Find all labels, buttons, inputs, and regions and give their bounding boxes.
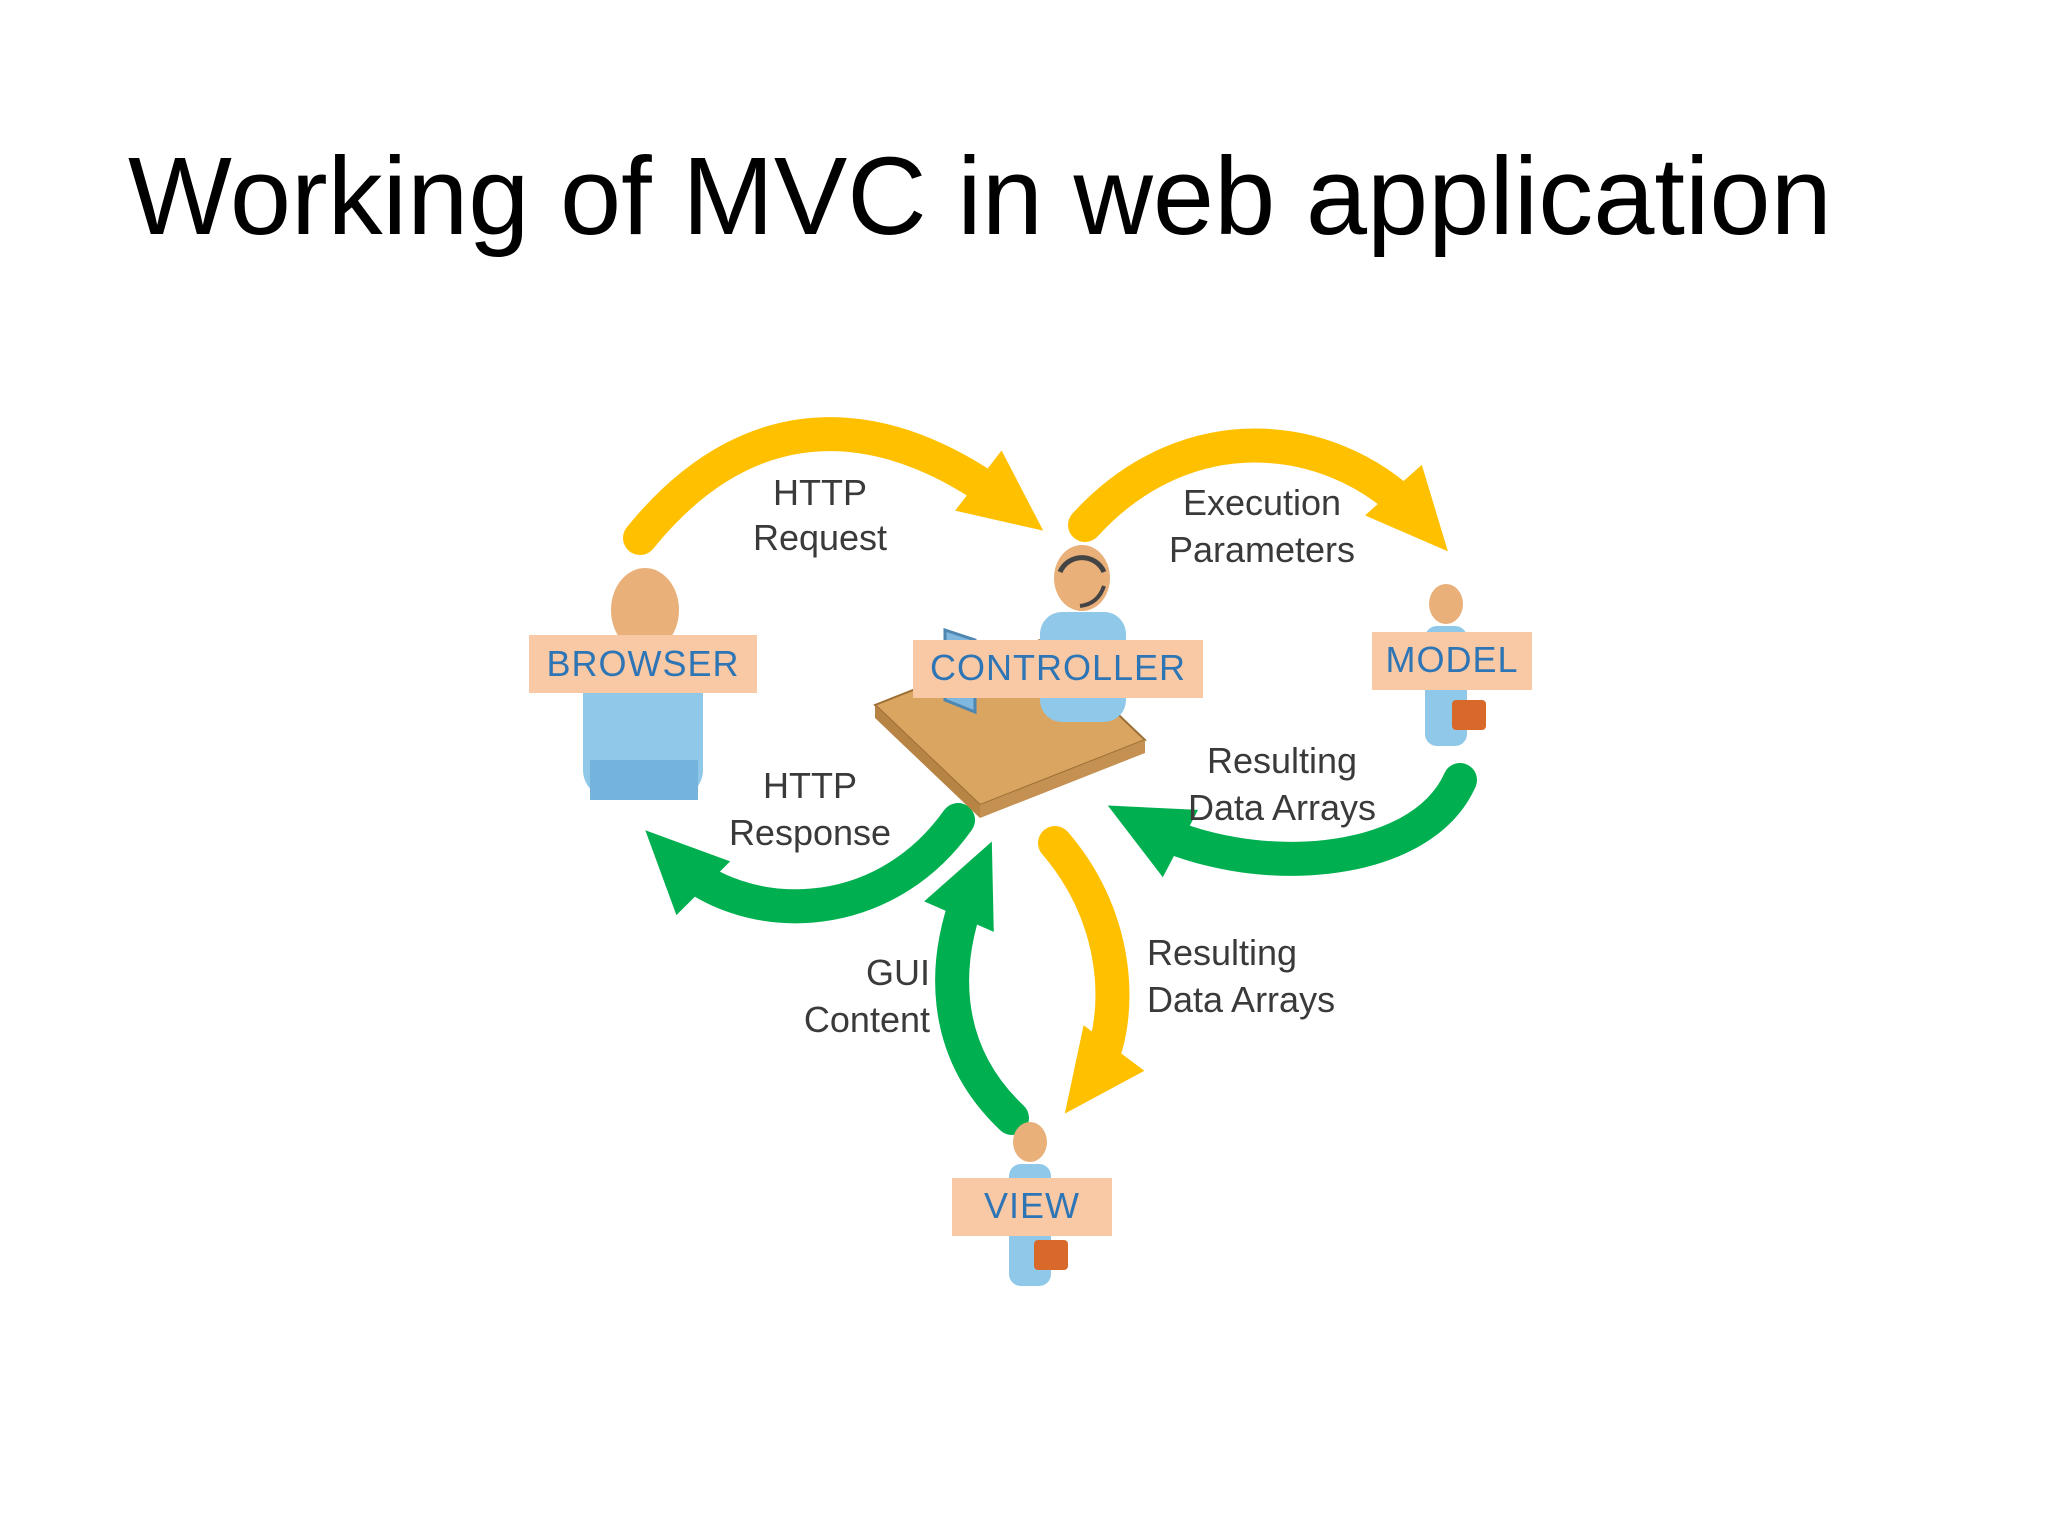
execution-parameters-arrow (1068, 428, 1448, 552)
view-data-arrow (1038, 826, 1145, 1114)
model-results-arrow (1107, 763, 1477, 878)
svg-text:Content: Content (804, 999, 930, 1040)
http-request-arrow (623, 417, 1044, 555)
gui-content-arrow (924, 841, 1029, 1135)
svg-text:Parameters: Parameters (1169, 529, 1355, 570)
http-request-label: HTTP Request (753, 472, 887, 558)
controller-label-box: CONTROLLER (913, 640, 1203, 698)
svg-text:Data Arrays: Data Arrays (1147, 979, 1335, 1020)
headset-icon (1057, 555, 1107, 608)
svg-text:Resulting: Resulting (1147, 932, 1297, 973)
svg-text:HTTP: HTTP (763, 765, 857, 806)
model-results-label: Resulting Data Arrays (1188, 740, 1376, 828)
http-response-label: HTTP Response (729, 765, 891, 853)
svg-text:Execution: Execution (1183, 482, 1341, 523)
svg-text:Data Arrays: Data Arrays (1188, 787, 1376, 828)
model-label: MODEL (1385, 639, 1518, 680)
svg-text:Resulting: Resulting (1207, 740, 1357, 781)
view-label: VIEW (984, 1185, 1080, 1226)
svg-text:Request: Request (753, 517, 887, 558)
view-label-box: VIEW (952, 1178, 1112, 1236)
view-briefcase-icon (1034, 1240, 1068, 1270)
svg-text:HTTP: HTTP (773, 472, 867, 513)
model-label-box: MODEL (1372, 632, 1532, 690)
gui-content-label: GUI Content (804, 952, 930, 1040)
slide-title: Working of MVC in web application (128, 135, 1832, 258)
svg-text:Response: Response (729, 812, 891, 853)
controller-label: CONTROLLER (930, 647, 1186, 688)
model-briefcase-icon (1452, 700, 1486, 730)
execution-parameters-label: Execution Parameters (1169, 482, 1355, 570)
browser-label: BROWSER (546, 643, 739, 684)
svg-text:GUI: GUI (866, 952, 930, 993)
view-data-label: Resulting Data Arrays (1147, 932, 1335, 1020)
browser-label-box: BROWSER (529, 635, 757, 693)
http-response-arrow (645, 803, 975, 924)
